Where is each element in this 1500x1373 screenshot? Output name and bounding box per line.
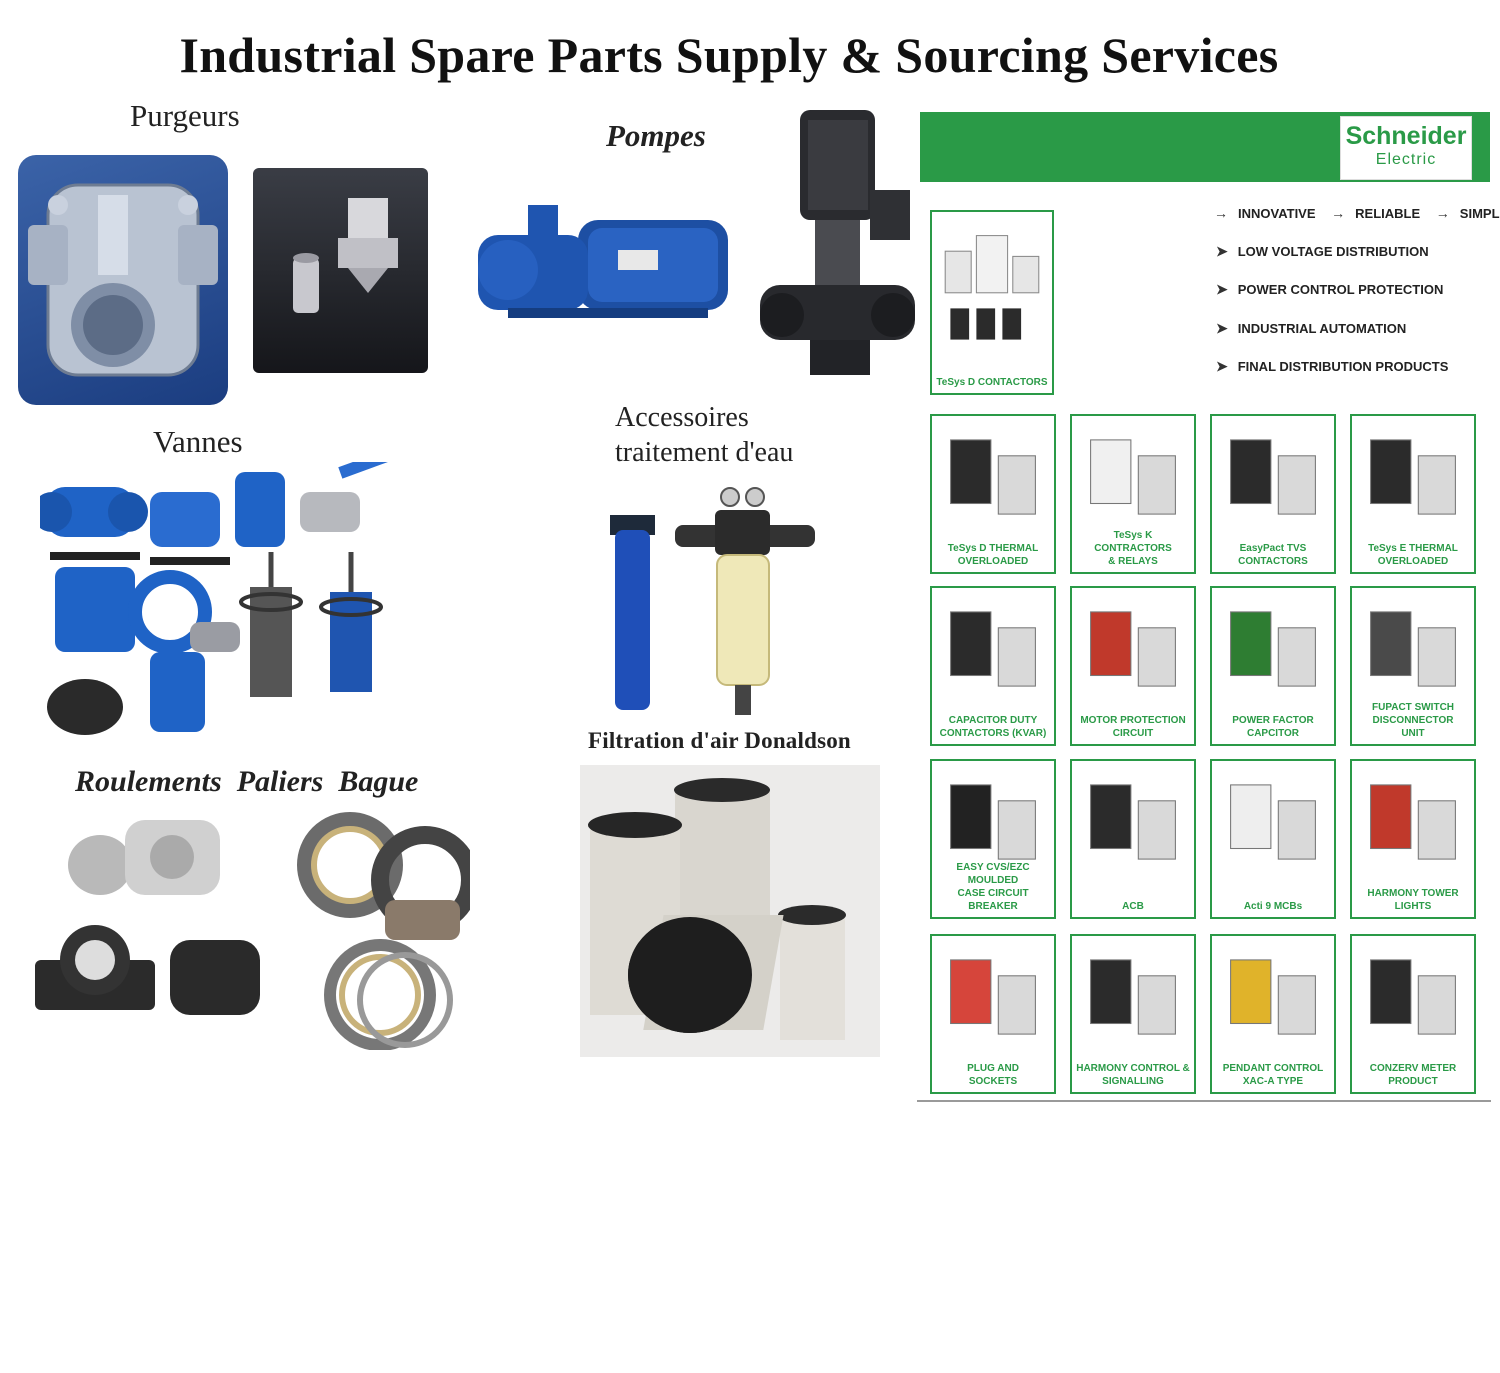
product-tile: HARMONY TOWER LIGHTS	[1350, 759, 1476, 919]
bullet-text: POWER CONTROL PROTECTION	[1237, 282, 1444, 297]
air-filters-image	[580, 765, 880, 1057]
product-image	[950, 959, 1036, 1035]
product-image	[1230, 611, 1316, 687]
water-filters-drawing	[610, 487, 815, 715]
product-caption: HARMONY CONTROL &SIGNALLING	[1076, 1063, 1190, 1087]
water-filters-image	[605, 485, 820, 725]
product-caption: ACB	[1122, 901, 1144, 912]
bearings-drawing	[35, 812, 470, 1050]
product-caption: EasyPact TVS CONTACTORS	[1238, 543, 1308, 567]
section-label-vannes: Vannes	[153, 424, 243, 459]
section-label-accessoires-line1: Accessoires	[615, 402, 749, 433]
schneider-logo: Schneider Electric	[1340, 116, 1472, 180]
product-image	[1090, 439, 1176, 515]
schneider-electric-panel: Schneider Electric → INNOVATIVE → RELIABLE…	[917, 110, 1500, 1102]
section-label-pompes: Pompes	[606, 118, 706, 153]
bearings-collage-image	[30, 810, 470, 1050]
chevron-right-icon: ➤	[1216, 281, 1228, 297]
steam-trap-cutaway-image	[18, 155, 228, 405]
product-caption: Acti 9 MCBs	[1243, 901, 1303, 912]
electric-logo-text: Electric	[1375, 151, 1437, 168]
product-image	[1230, 784, 1316, 860]
section-label-roulements: Roulements Paliers Bague	[75, 765, 419, 798]
product-tile-tesys-d-contactors: TeSys D CONTACTORS	[930, 210, 1054, 395]
valves-drawing	[40, 462, 395, 735]
bullet-final-distribution: ➤ FINAL DISTRIBUTION PRODUCTS	[1216, 358, 1448, 375]
product-image	[950, 439, 1036, 515]
product-tile: HARMONY CONTROL &SIGNALLING	[1070, 934, 1196, 1094]
steam-trap-cutaway-drawing	[28, 183, 218, 377]
product-tile: TeSys K CONTRACTORS& RELAYS	[1070, 414, 1196, 574]
tagline: → INNOVATIVE → RELIABLE → SIMPLE	[1214, 205, 1500, 221]
page-title: Industrial Spare Parts Supply & Sourcing…	[179, 27, 1279, 83]
product-image	[1370, 611, 1456, 687]
product-caption: TeSys D CONTACTORS	[936, 377, 1048, 388]
bullet-power-control: ➤ POWER CONTROL PROTECTION	[1216, 281, 1443, 298]
air-filters-drawing	[588, 778, 846, 1040]
product-image	[950, 611, 1036, 687]
valves-collage-image	[40, 462, 395, 747]
tagline-simple: SIMPLE	[1459, 206, 1500, 221]
vertical-inline-pump-image	[760, 110, 915, 380]
tagline-innovative: INNOVATIVE	[1238, 206, 1316, 221]
arrow-right-icon: →	[1435, 205, 1450, 221]
bullet-text: INDUSTRIAL AUTOMATION	[1237, 321, 1407, 336]
trap-fittings-drawing	[293, 198, 398, 313]
chevron-right-icon: ➤	[1216, 243, 1228, 259]
product-image	[1090, 611, 1176, 687]
bullet-text: LOW VOLTAGE DISTRIBUTION	[1237, 244, 1429, 259]
bullet-industrial-automation: ➤ INDUSTRIAL AUTOMATION	[1216, 320, 1406, 337]
section-label-purgeurs: Purgeurs	[130, 98, 240, 133]
bullet-low-voltage: ➤ LOW VOLTAGE DISTRIBUTION	[1216, 243, 1429, 260]
chevron-right-icon: ➤	[1216, 320, 1228, 336]
product-image	[1230, 439, 1316, 515]
tagline-reliable: RELIABLE	[1355, 206, 1421, 221]
chevron-right-icon: ➤	[1216, 358, 1228, 374]
product-tile: EasyPact TVS CONTACTORS	[1210, 414, 1336, 574]
bullet-text: FINAL DISTRIBUTION PRODUCTS	[1237, 359, 1449, 374]
schneider-logo-text: Schneider	[1345, 122, 1467, 150]
vertical-pump-drawing	[760, 110, 915, 375]
product-image	[1090, 784, 1176, 860]
contactor-icon	[944, 235, 1040, 340]
product-tile: ACB	[1070, 759, 1196, 919]
section-label-accessoires-line2: traitement d'eau	[615, 437, 794, 468]
product-image	[1090, 959, 1176, 1035]
product-tile: Acti 9 MCBs	[1210, 759, 1336, 919]
product-image	[1230, 959, 1316, 1035]
product-image	[950, 784, 1036, 860]
trap-fittings-image	[253, 168, 428, 373]
product-caption: HARMONY TOWER LIGHTS	[1367, 888, 1459, 912]
arrow-right-icon: →	[1331, 205, 1346, 221]
horizontal-pump-image	[468, 190, 743, 335]
section-label-filtration: Filtration d'air Donaldson	[588, 728, 851, 753]
product-caption: TeSys K CONTRACTORS& RELAYS	[1094, 530, 1172, 567]
product-image	[1370, 784, 1456, 860]
horizontal-pump-drawing	[478, 205, 728, 318]
arrow-right-icon: →	[1214, 205, 1228, 221]
product-image	[1370, 439, 1456, 515]
schneider-header-bar: Schneider Electric	[920, 112, 1490, 182]
product-image	[1370, 959, 1456, 1035]
